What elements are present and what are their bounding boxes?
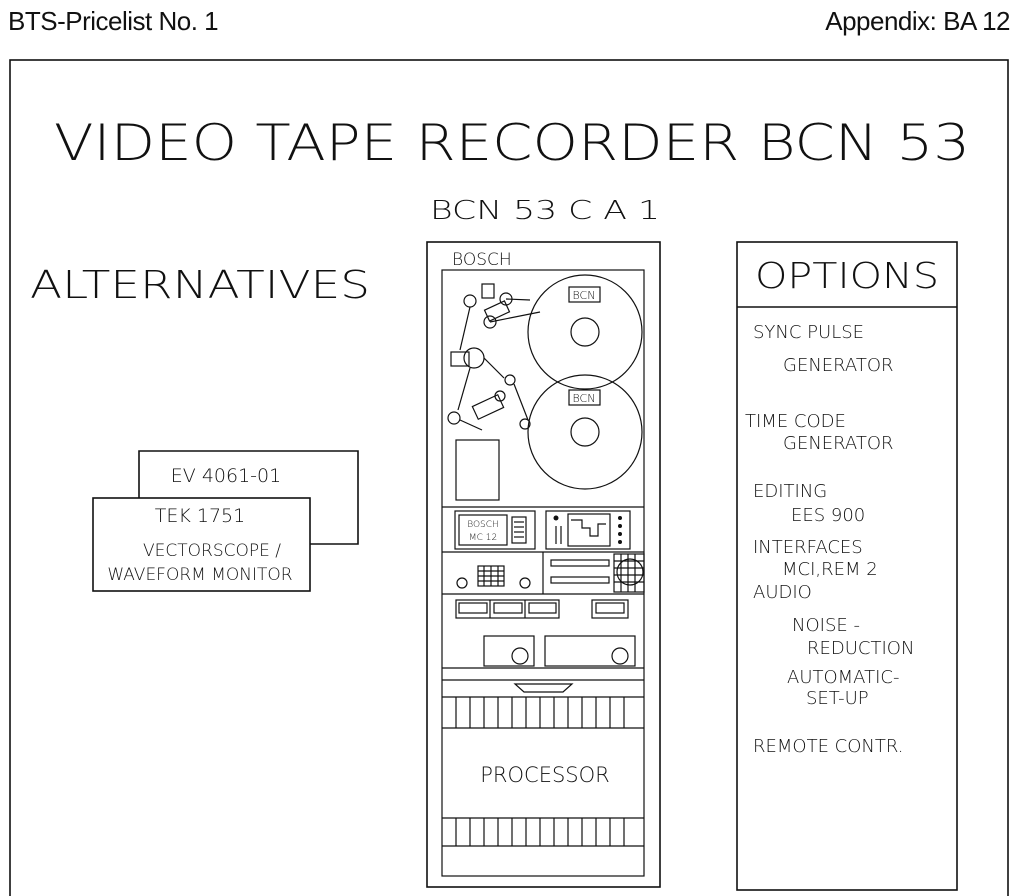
reel-bottom-label: BCN (573, 392, 596, 405)
option-ees-900: EES 900 (791, 505, 865, 526)
option-noise: NOISE - (792, 615, 860, 636)
option-time-code-generator: GENERATOR (783, 433, 894, 454)
option-remote-contr: REMOTE CONTR. (753, 736, 903, 757)
recorder-cabinet: BOSCH BCN BCN (426, 241, 661, 888)
alt-tek-line2: WAVEFORM MONITOR (107, 565, 292, 585)
module-panel (455, 599, 636, 667)
alt-ev-label: EV 4061-01 (171, 465, 281, 487)
option-automatic: AUTOMATIC- (787, 667, 899, 688)
option-editing: EDITING (753, 481, 827, 502)
option-reduction: REDUCTION (807, 638, 914, 659)
mc12-control-panel: BOSCH MC 12 (454, 510, 536, 550)
diagram-title: VIDEO TAPE RECORDER BCN 53 (54, 114, 970, 172)
option-audio: AUDIO (753, 582, 812, 603)
alt-tek-line1: VECTORSCOPE / (143, 541, 281, 561)
reel-top-label: BCN (573, 289, 596, 302)
options-outline (736, 241, 958, 891)
processor-label: PROCESSOR (480, 763, 610, 787)
cabinet-outline (426, 241, 661, 888)
reel-bottom (527, 374, 643, 490)
option-interfaces: INTERFACES (753, 537, 863, 558)
alternative-ev-card: EV 4061-01 (138, 450, 359, 545)
options-panel: OPTIONS SYNC PULSE GENERATOR TIME CODE G… (736, 241, 958, 891)
reel-top (527, 274, 643, 390)
outer-frame (9, 59, 1009, 896)
vent-top (455, 697, 625, 728)
tape-deck: BCN BCN (447, 274, 643, 501)
alt-tek-model: TEK 1751 (155, 505, 245, 527)
option-time-code: TIME CODE (745, 411, 846, 432)
vent-bottom (455, 818, 625, 846)
mc12-brand: BOSCH (467, 520, 499, 530)
keypad-row (456, 552, 645, 594)
mc12-model: MC 12 (469, 533, 497, 543)
option-sync-generator: GENERATOR (783, 355, 894, 376)
pricelist-header: BTS-Pricelist No. 1 (8, 6, 219, 36)
model-number: BCN 53 C A 1 (430, 196, 660, 226)
option-mci-rem: MCI,REM 2 (782, 559, 878, 580)
rack-waveform-monitor (545, 510, 631, 550)
option-set-up: SET-UP (806, 688, 869, 709)
alternative-tek-card: TEK 1751 VECTORSCOPE / WAVEFORM MONITOR (92, 497, 311, 592)
options-heading: OPTIONS (755, 256, 939, 297)
cabinet-brand: BOSCH (452, 250, 512, 270)
alternatives-heading: ALTERNATIVES (30, 263, 370, 307)
appendix-header: Appendix: BA 12 (825, 6, 1010, 36)
option-sync-pulse: SYNC PULSE (753, 322, 864, 343)
